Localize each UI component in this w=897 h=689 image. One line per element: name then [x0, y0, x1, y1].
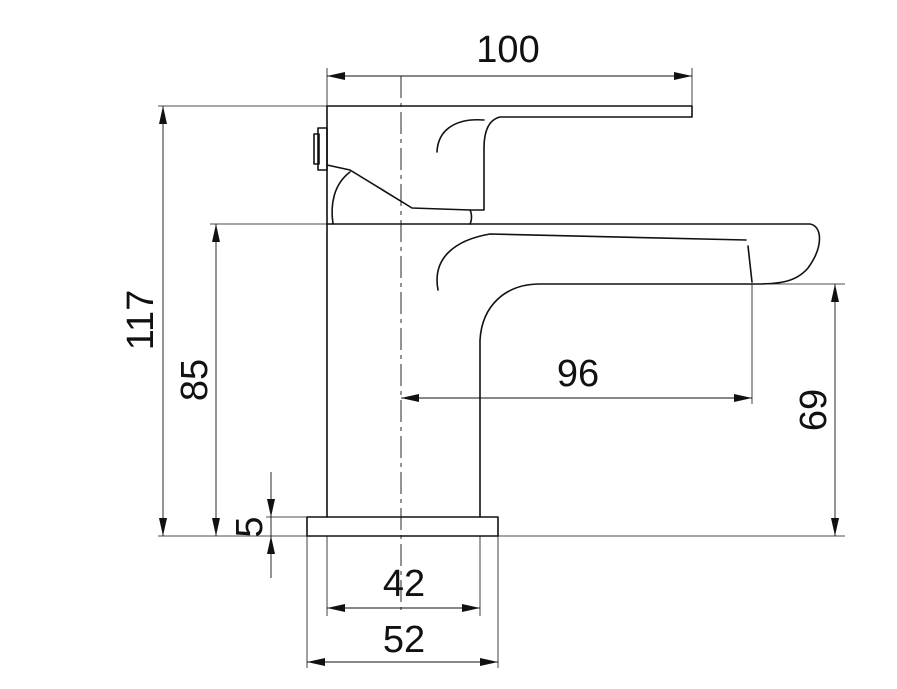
- side-button-cap: [313, 133, 320, 165]
- dim-base-thickness: [267, 472, 275, 578]
- label-spout-outlet-height: 69: [793, 389, 835, 431]
- label-body-width: 42: [383, 563, 425, 605]
- dim-total-width: [327, 72, 692, 80]
- spout-inner-contour: [436, 233, 747, 291]
- label-body-height: 85: [174, 359, 216, 401]
- label-base-thickness: 5: [229, 516, 271, 537]
- extension-lines: [158, 68, 845, 668]
- label-base-width: 52: [383, 619, 425, 661]
- dim-body-height: [212, 224, 220, 536]
- faucet-body-and-spout: [326, 223, 821, 518]
- dim-spout-outlet-height: [831, 284, 839, 536]
- label-total-height: 117: [120, 290, 162, 351]
- spout-tip-contour: [747, 245, 753, 283]
- base-plate: [306, 516, 499, 537]
- lever-handle: [326, 105, 693, 225]
- dim-total-height: [159, 106, 167, 536]
- faucet-outline: [306, 105, 821, 537]
- side-button: [317, 127, 328, 171]
- dim-spout-reach: [401, 394, 752, 402]
- label-spout-reach: 96: [557, 353, 599, 395]
- cartridge-collar: [469, 209, 473, 225]
- dim-body-width: [327, 604, 480, 612]
- lever-inner-curve: [436, 118, 485, 153]
- cartridge-knuckle: [331, 171, 351, 225]
- dim-base-width: [307, 658, 498, 666]
- label-total-width: 100: [476, 29, 539, 71]
